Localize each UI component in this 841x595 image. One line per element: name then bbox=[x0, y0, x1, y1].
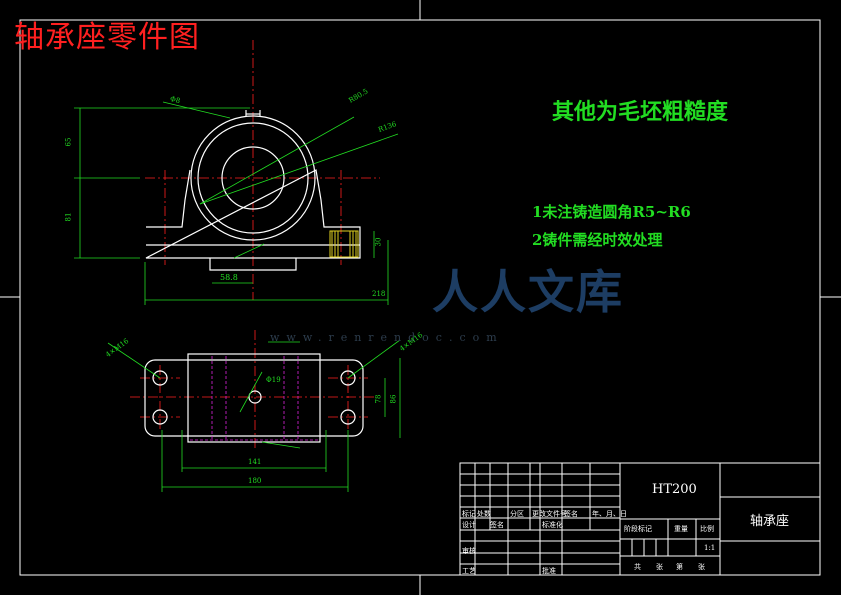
plan-view bbox=[144, 353, 364, 443]
dim-h-plan1: 78 bbox=[374, 394, 383, 404]
row2-col1: 设计 bbox=[462, 521, 476, 529]
roughness-note: 其他为毛坯粗糙度 bbox=[552, 99, 729, 125]
bottom-no: 第 bbox=[676, 563, 683, 571]
bottom-total: 共 bbox=[634, 563, 641, 571]
section-hatch bbox=[329, 230, 359, 258]
bottom-sheets: 张 bbox=[656, 563, 663, 571]
dim-hole: 30 bbox=[374, 237, 383, 247]
requirement-1: 1未注铸造圆角R5~R6 bbox=[532, 203, 691, 221]
requirement-2: 2铸件需经时效处理 bbox=[532, 231, 663, 249]
material: HT200 bbox=[652, 482, 697, 497]
header-stage: 阶段标记 bbox=[624, 525, 652, 533]
dimension-lines bbox=[74, 101, 399, 305]
header-scale: 比例 bbox=[700, 525, 714, 533]
row1-col5: 签名 bbox=[564, 510, 578, 518]
dim-hole-center: Φ19 bbox=[266, 376, 281, 384]
row2-col2: 签名 bbox=[490, 521, 504, 529]
watermark-url: www.renrendoc.com bbox=[270, 331, 504, 344]
dim-h-total: 81 bbox=[64, 212, 73, 222]
dim-len-right: 218 bbox=[372, 290, 386, 298]
row1-col1: 标记 bbox=[462, 510, 476, 518]
part-name: 轴承座 bbox=[750, 514, 790, 529]
dim-w-total: 180 bbox=[248, 477, 262, 485]
row4-col1: 工艺 bbox=[462, 567, 476, 575]
scale-value: 1:1 bbox=[704, 544, 716, 552]
header-weight: 重量 bbox=[674, 525, 688, 533]
dim-len-base: 58.8 bbox=[220, 273, 238, 282]
title-block bbox=[459, 462, 821, 576]
row1-col4: 更改文件号 bbox=[532, 510, 567, 518]
dim-h-top: 65 bbox=[64, 137, 73, 147]
hidden-lines bbox=[190, 356, 318, 441]
row1-col6: 年、月、日 bbox=[592, 510, 627, 518]
row1-col2: 处数 bbox=[477, 510, 491, 518]
dim-h-plan2: 86 bbox=[389, 394, 398, 404]
plan-dimension-lines bbox=[107, 339, 401, 492]
row2-col3: 标准化 bbox=[542, 521, 563, 529]
watermark-text: 人人文库 bbox=[432, 265, 624, 319]
bottom-sheet: 张 bbox=[698, 563, 705, 571]
row1-col3: 分区 bbox=[510, 510, 524, 518]
front-view bbox=[145, 110, 361, 271]
row3-col1: 审核 bbox=[462, 547, 476, 555]
drawing-title: 轴承座零件图 bbox=[14, 20, 200, 55]
dim-w-inner: 141 bbox=[248, 458, 262, 466]
row4-col2: 批准 bbox=[542, 567, 556, 575]
